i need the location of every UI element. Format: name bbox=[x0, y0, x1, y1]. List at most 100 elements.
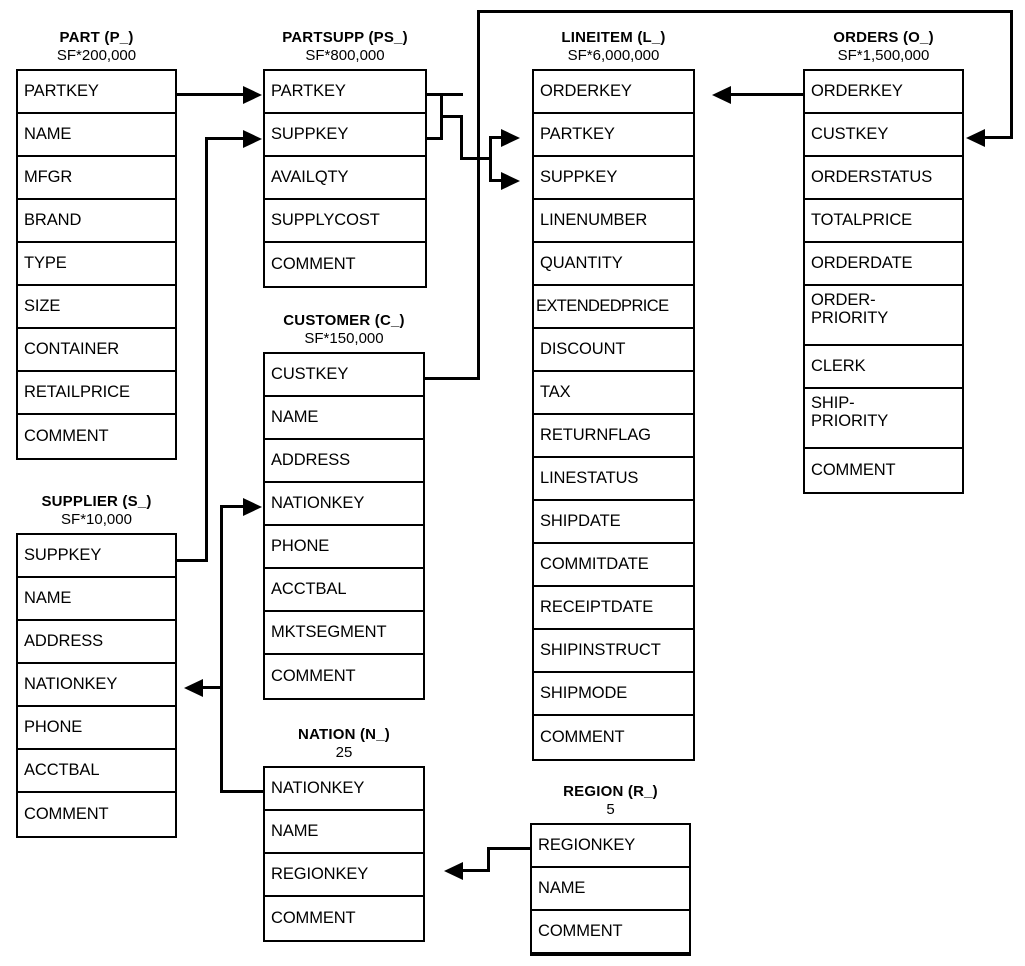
field-orders-custkey: CUSTKEY bbox=[805, 114, 962, 157]
field-region-name: NAME bbox=[532, 868, 689, 911]
connector-supplier-partsupp-v bbox=[205, 137, 208, 562]
entity-supplier-title: SUPPLIER (S_) bbox=[41, 493, 152, 510]
field-region-regionkey: REGIONKEY bbox=[532, 825, 689, 868]
entity-nation-cardinality: 25 bbox=[335, 744, 353, 761]
field-part-container: CONTAINER bbox=[18, 329, 175, 372]
entity-supplier-cardinality: SF*10,000 bbox=[61, 511, 132, 528]
entity-lineitem-title: LINEITEM (L_) bbox=[561, 29, 666, 46]
field-lineitem-discount: DISCOUNT bbox=[534, 329, 693, 372]
connector-nation-trunk-h bbox=[220, 790, 265, 793]
connector-orders-lineitem-line bbox=[731, 93, 803, 96]
field-lineitem-returnflag: RETURNFLAG bbox=[534, 415, 693, 458]
field-customer-acctbal: ACCTBAL bbox=[265, 569, 423, 612]
field-lineitem-partkey: PARTKEY bbox=[534, 114, 693, 157]
field-orders-orderkey: ORDERKEY bbox=[805, 71, 962, 114]
field-orders-orderpriority-line1: ORDER- bbox=[811, 291, 876, 309]
field-lineitem-receiptdate: RECEIPTDATE bbox=[534, 587, 693, 630]
field-lineitem-orderkey: ORDERKEY bbox=[534, 71, 693, 114]
entity-nation-title: NATION (N_) bbox=[298, 726, 390, 743]
field-lineitem-linenumber: LINENUMBER bbox=[534, 200, 693, 243]
entity-nation: NATION (N_) 25 NATIONKEY NAME REGIONKEY … bbox=[263, 725, 425, 942]
entity-supplier-fields: SUPPKEY NAME ADDRESS NATIONKEY PHONE ACC… bbox=[16, 533, 177, 838]
connector-supplier-partsupp-h1 bbox=[177, 559, 208, 562]
entity-partsupp-title: PARTSUPP (PS_) bbox=[282, 29, 408, 46]
field-orders-orderdate: ORDERDATE bbox=[805, 243, 962, 286]
connector-customer-orders-h2 bbox=[477, 10, 1013, 13]
entity-supplier: SUPPLIER (S_) SF*10,000 SUPPKEY NAME ADD… bbox=[16, 492, 177, 838]
connector-partsupp-lineitem-suppkey-arrow bbox=[501, 172, 520, 190]
field-orders-shippriority: SHIP- PRIORITY bbox=[805, 389, 962, 449]
field-supplier-phone: PHONE bbox=[18, 707, 175, 750]
field-part-brand: BRAND bbox=[18, 200, 175, 243]
connector-customer-orders-h1 bbox=[425, 377, 480, 380]
field-orders-orderpriority-line2: PRIORITY bbox=[811, 308, 889, 327]
field-part-name: NAME bbox=[18, 114, 175, 157]
field-part-mfgr: MFGR bbox=[18, 157, 175, 200]
field-partsupp-suppkey: SUPPKEY bbox=[265, 114, 425, 157]
field-supplier-suppkey: SUPPKEY bbox=[18, 535, 175, 578]
field-lineitem-shipmode: SHIPMODE bbox=[534, 673, 693, 716]
field-supplier-comment: COMMENT bbox=[24, 804, 109, 823]
field-part-comment: COMMENT bbox=[24, 426, 109, 445]
field-supplier-name: NAME bbox=[18, 578, 175, 621]
connector-nation-customer-arrow bbox=[243, 498, 262, 516]
field-partsupp-partkey: PARTKEY bbox=[265, 71, 425, 114]
entity-customer-fields: CUSTKEY NAME ADDRESS NATIONKEY PHONE ACC… bbox=[263, 352, 425, 700]
entity-region-cardinality: 5 bbox=[606, 801, 615, 818]
field-lineitem-quantity: QUANTITY bbox=[534, 243, 693, 286]
entity-region: REGION (R_) 5 REGIONKEY NAME COMMENT bbox=[530, 782, 691, 956]
entity-orders-fields: ORDERKEY CUSTKEY ORDERSTATUS TOTALPRICE … bbox=[803, 69, 964, 494]
connector-partsupp-lineitem-partkey-arrow bbox=[501, 129, 520, 147]
field-orders-clerk: CLERK bbox=[805, 346, 962, 389]
connector-partsupp-lineitem-split-v bbox=[489, 136, 492, 182]
field-partsupp-comment: COMMENT bbox=[271, 254, 356, 273]
field-part-size: SIZE bbox=[18, 286, 175, 329]
field-customer-name: NAME bbox=[265, 397, 423, 440]
field-customer-mktsegment: MKTSEGMENT bbox=[265, 612, 423, 655]
entity-orders-title: ORDERS (O_) bbox=[833, 29, 934, 46]
entity-part: PART (P_) SF*200,000 PARTKEY NAME MFGR B… bbox=[16, 28, 177, 460]
field-lineitem-shipdate: SHIPDATE bbox=[534, 501, 693, 544]
field-lineitem-linestatus: LINESTATUS bbox=[534, 458, 693, 501]
field-nation-nationkey: NATIONKEY bbox=[265, 768, 423, 811]
entity-customer: CUSTOMER (C_) SF*150,000 CUSTKEY NAME AD… bbox=[263, 311, 425, 700]
field-lineitem-commitdate: COMMITDATE bbox=[534, 544, 693, 587]
entity-orders-cardinality: SF*1,500,000 bbox=[837, 47, 930, 64]
field-lineitem-extendedprice: EXTENDEDPRICE bbox=[534, 286, 693, 329]
connector-nation-supplier-h bbox=[203, 686, 223, 689]
field-part-type: TYPE bbox=[18, 243, 175, 286]
entity-part-fields: PARTKEY NAME MFGR BRAND TYPE SIZE CONTAI… bbox=[16, 69, 177, 460]
entity-lineitem: LINEITEM (L_) SF*6,000,000 ORDERKEY PART… bbox=[532, 28, 695, 761]
field-customer-comment: COMMENT bbox=[271, 666, 356, 685]
connector-partsupp-lineitem-trunk-h bbox=[460, 157, 492, 160]
field-orders-totalprice: TOTALPRICE bbox=[805, 200, 962, 243]
entity-partsupp: PARTSUPP (PS_) SF*800,000 PARTKEY SUPPKE… bbox=[263, 28, 427, 288]
connector-region-nation-h1 bbox=[487, 847, 532, 850]
connector-orders-lineitem-arrow bbox=[712, 86, 731, 104]
field-partsupp-availqty: AVAILQTY bbox=[265, 157, 425, 200]
connector-region-nation-h2 bbox=[463, 869, 490, 872]
entity-region-fields: REGIONKEY NAME COMMENT bbox=[530, 823, 691, 956]
connector-nation-supplier-arrow bbox=[184, 679, 203, 697]
field-nation-comment: COMMENT bbox=[271, 908, 356, 927]
entity-partsupp-cardinality: SF*800,000 bbox=[305, 47, 385, 64]
field-part-partkey: PARTKEY bbox=[18, 71, 175, 114]
connector-supplier-partsupp-arrow bbox=[243, 130, 262, 148]
connector-partsupp-lineitem-branch-sk bbox=[489, 179, 503, 182]
field-region-comment: COMMENT bbox=[532, 911, 689, 954]
connector-partsupp-lineitem-merge-v bbox=[460, 115, 463, 160]
connector-customer-orders-v1 bbox=[477, 10, 480, 380]
connector-part-partsupp-line bbox=[177, 93, 245, 96]
field-orders-comment: COMMENT bbox=[811, 460, 896, 479]
entity-part-cardinality: SF*200,000 bbox=[56, 47, 137, 64]
connector-region-nation-v bbox=[487, 847, 490, 871]
field-orders-shippriority-line1: SHIP- bbox=[811, 394, 855, 412]
connector-customer-orders-h3 bbox=[984, 136, 1013, 139]
field-nation-regionkey: REGIONKEY bbox=[265, 854, 423, 897]
entity-orders: ORDERS (O_) SF*1,500,000 ORDERKEY CUSTKE… bbox=[803, 28, 964, 494]
entity-customer-cardinality: SF*150,000 bbox=[304, 330, 384, 347]
field-orders-orderpriority: ORDER- PRIORITY bbox=[805, 286, 962, 346]
field-lineitem-shipinstruct: SHIPINSTRUCT bbox=[534, 630, 693, 673]
field-supplier-acctbal: ACCTBAL bbox=[18, 750, 175, 793]
field-lineitem-suppkey: SUPPKEY bbox=[534, 157, 693, 200]
